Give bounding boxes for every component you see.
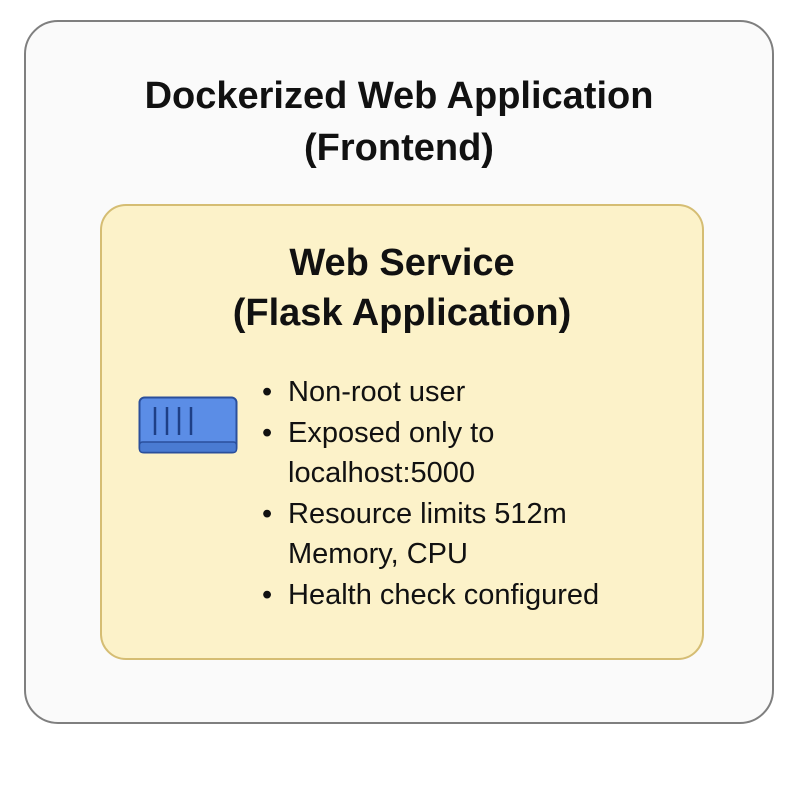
inner-title-line2: (Flask Application) (232, 292, 572, 334)
feature-line1: Non-root user (288, 376, 466, 408)
feature-line2: Memory, CPU (288, 538, 468, 570)
feature-list: • Non-root user • Exposed only to localh… (262, 372, 688, 616)
feature-line2: localhost:5000 (288, 457, 476, 489)
bullet: • (262, 498, 273, 530)
outer-title-line2: (Frontend) (304, 127, 494, 169)
feature-line1: Resource limits 512m (288, 498, 567, 530)
list-item: • Exposed only to localhost:5000 (262, 413, 688, 493)
web-service-box: Web Service (Flask Application) • Non-ro… (100, 204, 704, 660)
list-item: • Health check configured (262, 575, 688, 615)
feature-line1: Health check configured (288, 579, 600, 611)
inner-title-line1: Web Service (289, 242, 515, 284)
list-item: • Resource limits 512m Memory, CPU (262, 494, 688, 574)
feature-line1: Exposed only to (288, 417, 495, 449)
outer-title-line1: Dockerized Web Application (144, 75, 654, 117)
docker-web-app-container: Dockerized Web Application (Frontend) We… (24, 20, 774, 724)
bullet: • (262, 579, 273, 611)
bullet: • (262, 376, 273, 408)
inner-title: Web Service (Flask Application) (102, 238, 702, 338)
container-icon (138, 396, 238, 454)
outer-title: Dockerized Web Application (Frontend) (26, 70, 772, 174)
list-item: • Non-root user (262, 372, 688, 412)
bullet: • (262, 417, 273, 449)
